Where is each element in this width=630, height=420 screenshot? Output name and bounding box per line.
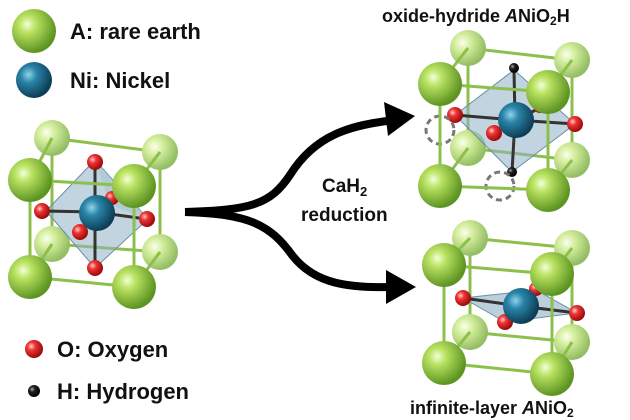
oxygen-atom [455,290,471,306]
oxygen-atom [447,107,463,123]
arrow-head-bottom [386,270,416,304]
rare-earth-atom [112,265,156,309]
oxygen-legend-icon [25,340,43,358]
rare-earth-atom [526,70,570,114]
oxide-hydride-title: oxide-hydride ANiO2H [382,6,570,28]
oxygen-atom [72,224,88,240]
arrow-to-infinite-layer [184,208,396,292]
oxygen-atom [34,203,50,219]
nickel-atom [79,195,115,231]
infinite-layer-title: infinite-layer ANiO2 [410,398,574,420]
hydrogen-legend-icon [28,385,40,397]
oxide-hydride-structure [418,30,590,212]
process-label: reduction [301,205,388,226]
legend-oxygen-label: O: Oxygen [57,337,168,362]
rare-earth-atom [8,158,52,202]
legend-rare-earth-label: A: rare earth [70,19,201,44]
rare-earth-atom [112,164,156,208]
oxygen-atom [567,116,583,132]
reagent-label: CaH2 [322,176,367,199]
infinite-layer-structure [422,220,590,396]
rare-earth-atom [422,341,466,385]
rare-earth-atom [418,164,462,208]
rare-earth-legend-icon [12,9,56,53]
rare-earth-atom [530,252,574,296]
oxygen-atom [87,154,103,170]
rare-earth-atom [418,62,462,106]
vacancy-marker [484,170,516,202]
rare-earth-atom [422,243,466,287]
oxygen-atom [486,125,502,141]
hydrogen-atom [509,63,519,73]
legend-hydrogen-label: H: Hydrogen [57,379,189,404]
legend-nickel-label: Ni: Nickel [70,68,170,93]
oxygen-atom [569,305,585,321]
rare-earth-atom [526,168,570,212]
nickel-atom [498,102,534,138]
perovskite-structure [8,120,178,309]
reaction-arrows [184,102,416,304]
oxygen-atom [139,211,155,227]
nickel-atom [503,288,539,324]
oxygen-atom [87,260,103,276]
arrow-head-top [384,102,415,136]
rare-earth-atom [8,255,52,299]
nickel-legend-icon [16,62,52,98]
legend: A: rare earth Ni: Nickel O: Oxygen H: Hy… [12,9,201,404]
rare-earth-atom [530,352,574,396]
arrow-to-oxide-hydride [184,116,396,216]
